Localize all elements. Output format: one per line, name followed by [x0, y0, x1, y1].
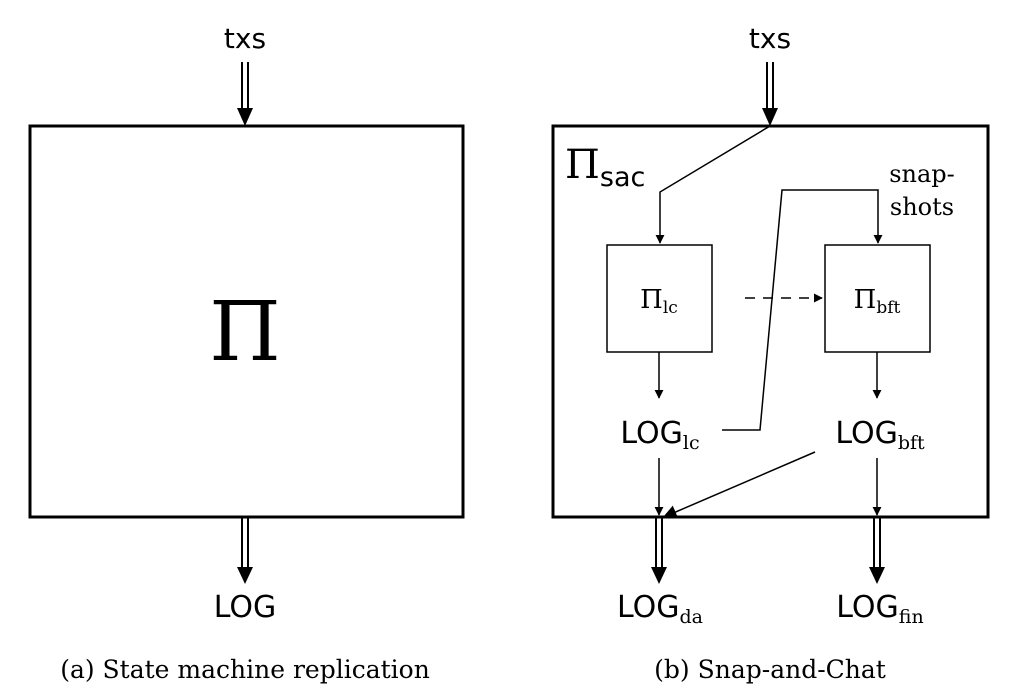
- left-output-label: LOG: [214, 590, 277, 625]
- left-output-double-arrow: [237, 517, 253, 584]
- left-caption: (a) State machine replication: [60, 655, 430, 684]
- right-panel: txs Πsac Πlc Πbft snap- shots: [551, 22, 990, 684]
- right-input-label: txs: [749, 22, 791, 55]
- left-panel: txs Π LOG (a) State machine replication: [28, 22, 465, 684]
- snapshots-label-line2: shots: [890, 193, 954, 221]
- left-input-label: txs: [224, 22, 266, 55]
- left-protocol-symbol: Π: [209, 285, 281, 380]
- snapshots-label-line1: snap-: [889, 160, 955, 188]
- left-protocol-box: [28, 124, 465, 519]
- snapshots-arrow: [722, 189, 883, 431]
- txs-to-lc-arrow: [655, 125, 771, 244]
- logbft-to-da-diagonal-arrow: [662, 451, 816, 519]
- log-bft-label: LOGbft: [835, 416, 925, 454]
- log-da-label: LOGda: [617, 590, 703, 628]
- da-output-double-arrow: [651, 517, 667, 584]
- outer-sac-label: Πsac: [565, 142, 645, 193]
- lc-box-label: Πlc: [640, 285, 678, 318]
- outer-sac-box: [551, 124, 990, 519]
- right-input-double-arrow: [762, 62, 778, 126]
- left-input-double-arrow: [237, 62, 253, 126]
- fin-output-double-arrow: [869, 517, 885, 584]
- log-lc-label: LOGlc: [620, 416, 699, 454]
- log-fin-label: LOGfin: [836, 590, 923, 628]
- bft-box-label: Πbft: [854, 285, 901, 318]
- right-caption: (b) Snap-and-Chat: [654, 655, 886, 684]
